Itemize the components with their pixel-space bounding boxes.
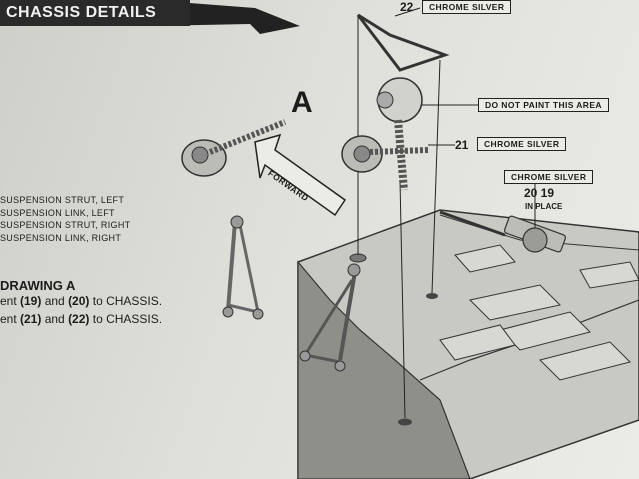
- bolt-left: [208, 119, 287, 155]
- drawing-title: DRAWING A: [0, 278, 76, 293]
- forward-arrow: [254, 133, 347, 217]
- part-number-22: 22: [400, 0, 414, 14]
- in-place-label: IN PLACE: [525, 202, 563, 211]
- parts-list: SUSPENSION STRUT, LEFT SUSPENSION LINK, …: [0, 194, 130, 244]
- parts-list-item: SUSPENSION STRUT, RIGHT: [0, 220, 131, 230]
- do-not-paint-callout: DO NOT PAINT THIS AREA: [478, 98, 609, 112]
- suspension-strut-installed: [299, 263, 361, 372]
- drawing-marker-a: A: [291, 86, 313, 119]
- parts-list-item: SUSPENSION LINK, RIGHT: [0, 232, 122, 243]
- instruction-line: ent (19) and (20) to CHASSIS.: [0, 294, 163, 308]
- parts-list-item: SUSPENSION LINK, LEFT: [0, 207, 115, 218]
- part21-finish-callout: CHROME SILVER: [477, 137, 567, 151]
- suspension-strut-loose: [222, 215, 264, 320]
- upper-control-arm: [356, 13, 450, 72]
- part22-finish-callout: CHROME SILVER: [422, 0, 512, 14]
- parts-list-item: SUSPENSION STRUT, LEFT: [0, 195, 125, 205]
- part-numbers-20-19: 20 19: [524, 186, 555, 200]
- part2019-finish-callout: CHROME SILVER: [504, 170, 594, 184]
- section-title: CHASSIS DETAILS: [0, 0, 190, 26]
- instruction-line: ent (21) and (22) to CHASSIS.: [0, 312, 163, 326]
- part-number-21: 21: [455, 138, 469, 152]
